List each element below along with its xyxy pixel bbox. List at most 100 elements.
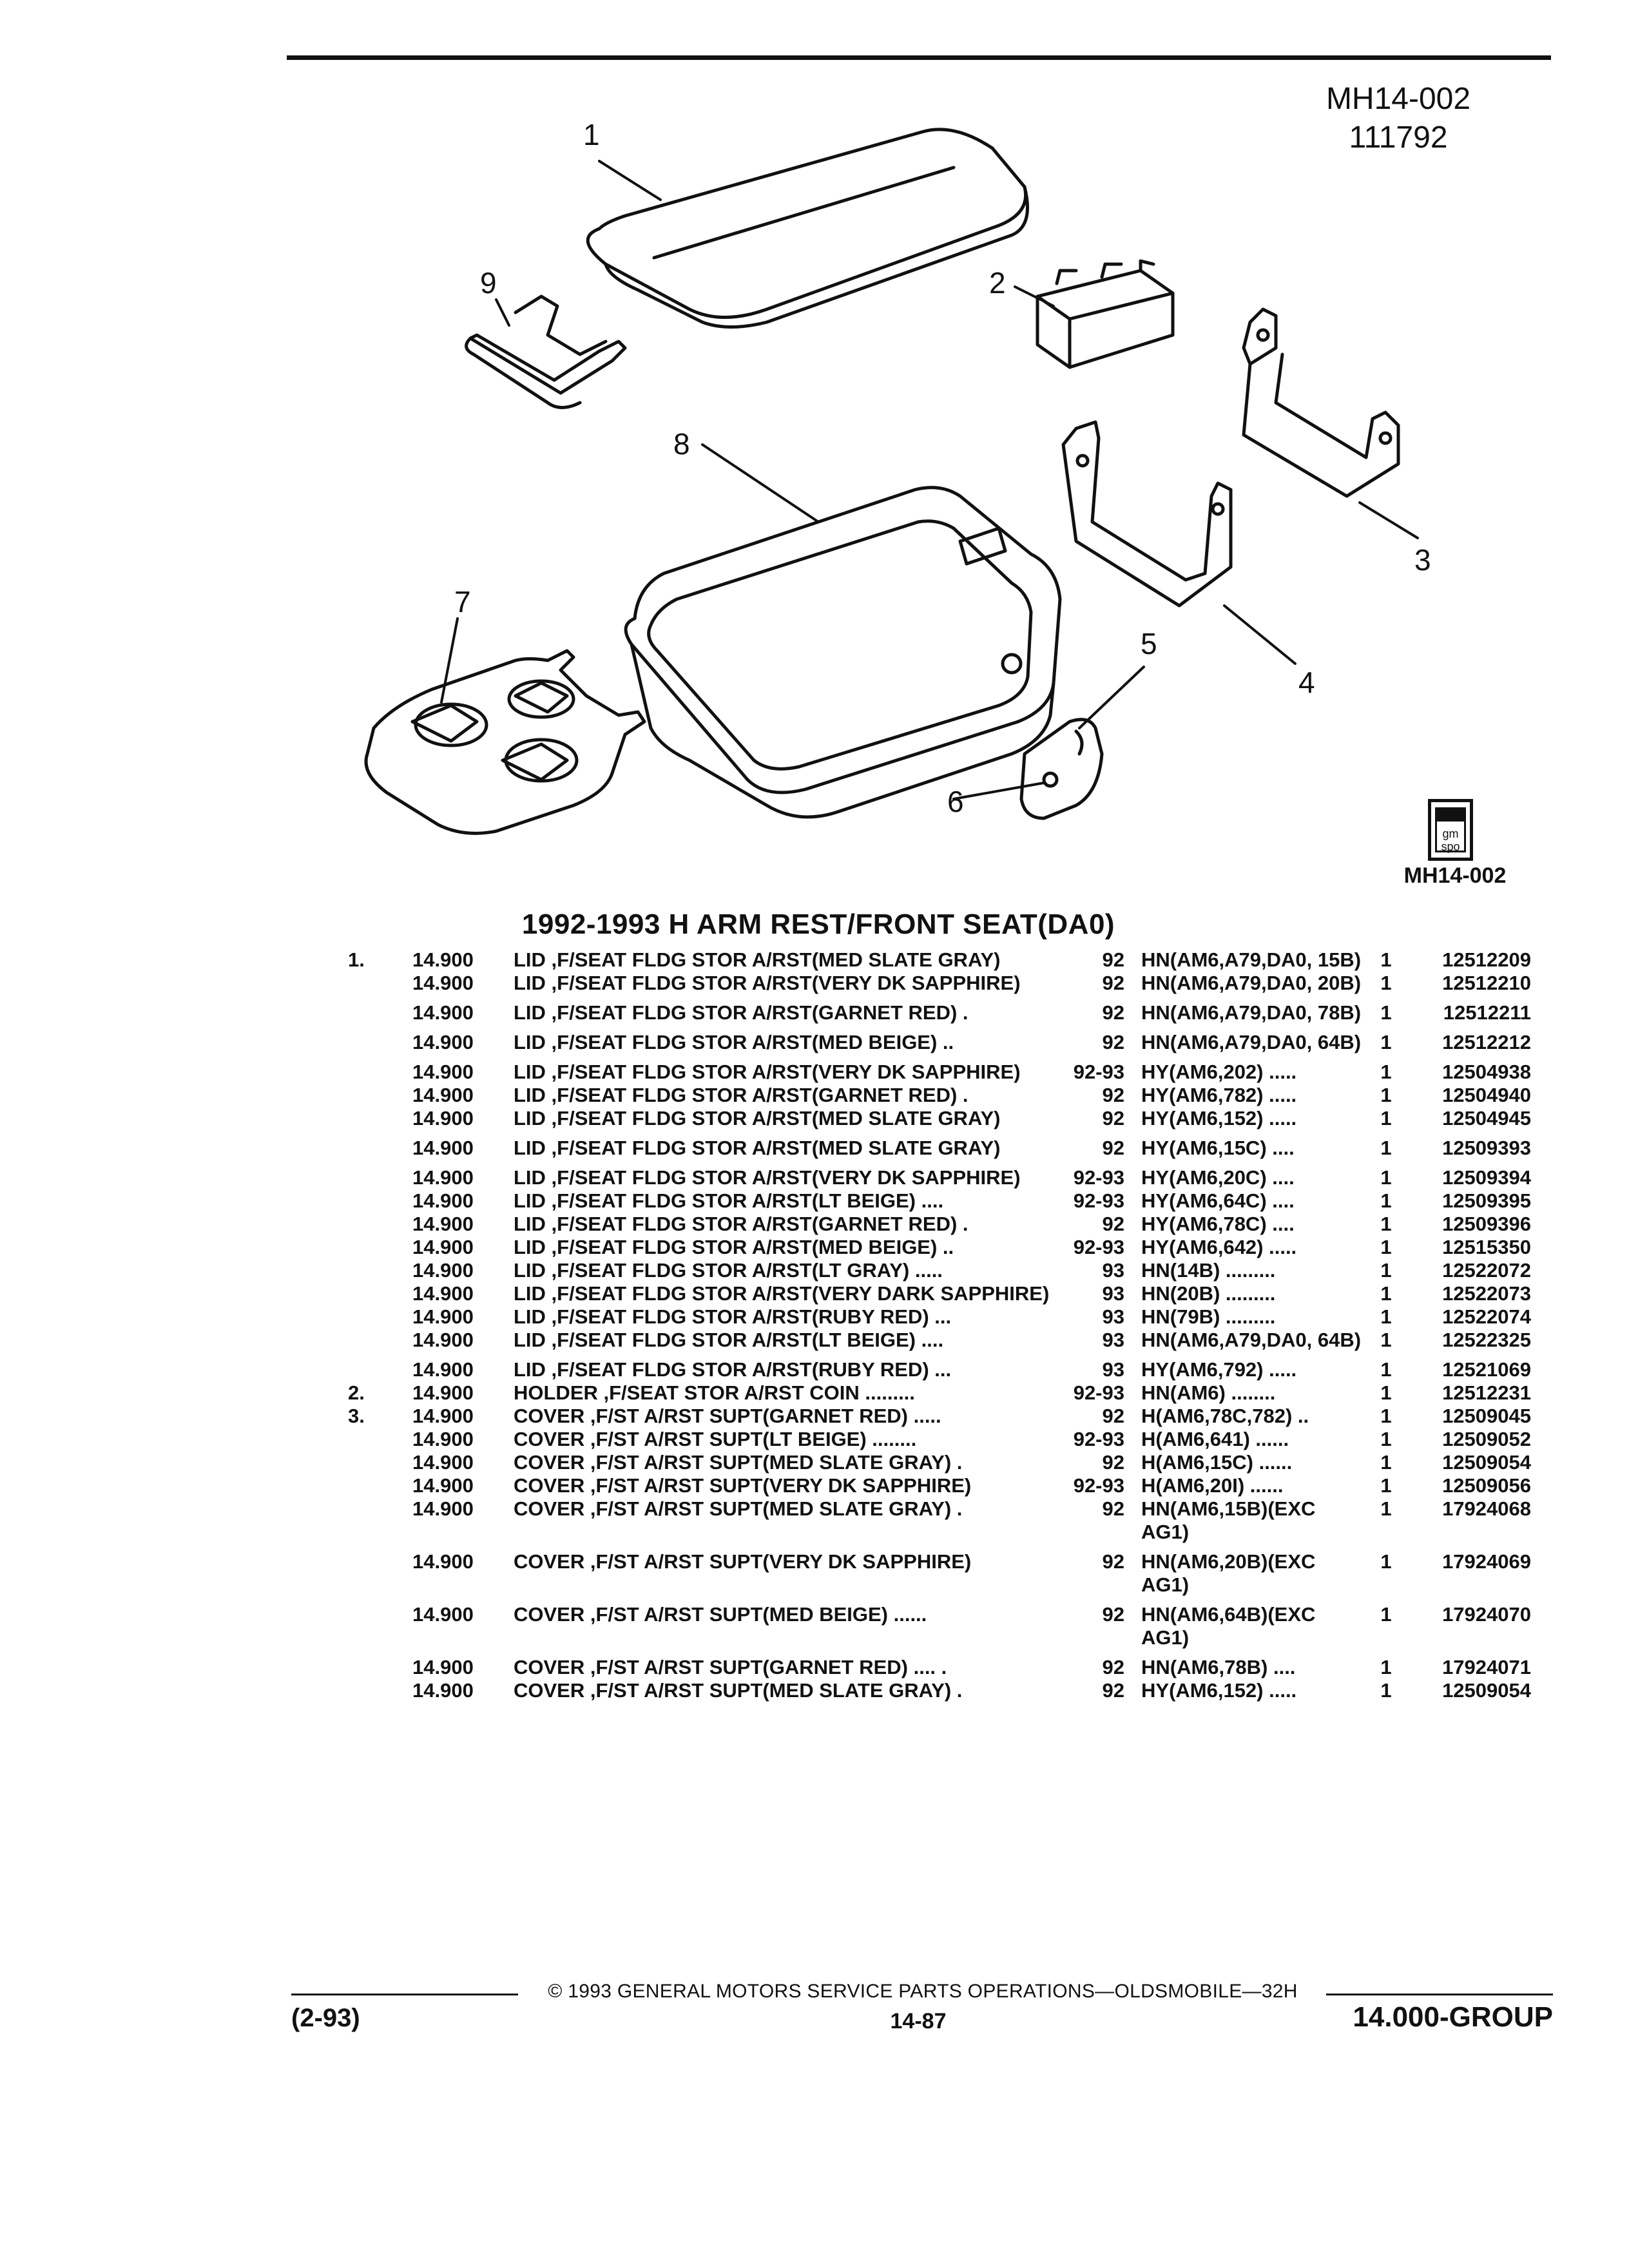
cell-code: HN(AM6,15B)(EXC AG1) <box>1141 1497 1316 1543</box>
cell-part: 12504938 <box>1442 1061 1531 1083</box>
cell-part: 17924071 <box>1442 1656 1531 1678</box>
cell-part: 12515350 <box>1442 1236 1531 1258</box>
cell-group: 14.900 <box>412 1189 474 1212</box>
part-lid-drawing <box>586 128 1029 329</box>
cell-code: H(AM6,20I) ...... <box>1141 1474 1284 1497</box>
cell-years: 92 <box>1102 1405 1124 1427</box>
callout-2: 2 <box>989 266 1006 300</box>
logo-text: gm spo <box>1435 807 1466 853</box>
cell-years: 92 <box>1102 1031 1124 1053</box>
figure-id: MH14-002 111792 <box>1302 80 1495 157</box>
cell-ref <box>348 1054 412 1084</box>
cell-qty: 1 <box>1380 1451 1392 1474</box>
cell-group: 14.900 <box>412 1603 474 1626</box>
cell-years: 92 <box>1102 1137 1124 1159</box>
cell-ref <box>348 1544 412 1597</box>
callout-8: 8 <box>673 427 690 461</box>
cell-qty: 1 <box>1380 1084 1392 1106</box>
cell-years: 92 <box>1102 948 1124 971</box>
cell-group: 14.900 <box>412 1084 474 1106</box>
cell-desc: COVER ,F/ST A/RST SUPT(VERY DK SAPPHIRE) <box>514 1474 972 1497</box>
cell-group: 14.900 <box>412 1329 474 1351</box>
cell-group: 14.900 <box>412 1358 474 1381</box>
cell-ref <box>348 1160 412 1189</box>
cell-group: 14.900 <box>412 1001 474 1024</box>
cell-code: HY(AM6,792) ..... <box>1141 1358 1297 1381</box>
cell-group: 14.900 <box>412 1474 474 1497</box>
cell-group: 14.900 <box>412 1166 474 1189</box>
cell-ref <box>348 1282 412 1305</box>
cell-qty: 1 <box>1380 1001 1392 1024</box>
cell-years: 92-93 <box>1073 1061 1124 1083</box>
cell-desc: LID ,F/SEAT FLDG STOR A/RST(MED BEIGE) .… <box>514 1031 954 1053</box>
cell-group: 14.900 <box>412 1381 474 1404</box>
part-storage-bin-drawing <box>624 486 1062 819</box>
cell-group: 14.900 <box>412 1107 474 1129</box>
page-number: 14-87 <box>890 2009 947 2033</box>
cell-code: HN(AM6,64B)(EXC AG1) <box>1141 1603 1316 1649</box>
cell-ref <box>348 1679 412 1702</box>
cell-qty: 1 <box>1380 1137 1392 1159</box>
table-row: 14.900 LID ,F/SEAT FLDG STOR A/RST(MED BE… <box>348 1024 1531 1054</box>
cell-years: 92 <box>1102 1084 1124 1106</box>
cell-part: 17924070 <box>1442 1603 1531 1626</box>
part-support-bracket-b-drawing <box>1061 420 1233 608</box>
cell-group: 14.900 <box>412 1031 474 1053</box>
cell-part: 12512211 <box>1443 1001 1531 1024</box>
cell-desc: LID ,F/SEAT FLDG STOR A/RST(MED SLATE GR… <box>514 948 1001 971</box>
cell-part: 12522074 <box>1442 1305 1531 1328</box>
cell-code: HN(79B) ......... <box>1141 1305 1276 1328</box>
cell-code: HY(AM6,152) ..... <box>1141 1107 1297 1129</box>
cell-qty: 1 <box>1380 1428 1392 1450</box>
cell-code: HY(AM6,64C) .... <box>1141 1189 1295 1212</box>
cell-desc: LID ,F/SEAT FLDG STOR A/RST(LT BEIGE) ..… <box>514 1189 944 1212</box>
cell-desc: LID ,F/SEAT FLDG STOR A/RST(MED BEIGE) .… <box>514 1236 954 1258</box>
cell-qty: 1 <box>1380 1603 1392 1626</box>
cell-code: HN(14B) ......... <box>1141 1259 1276 1282</box>
table-row: 14.900 LID ,F/SEAT FLDG STOR A/RST(GARNET… <box>348 1084 1531 1107</box>
cell-group: 14.900 <box>412 972 474 994</box>
cell-ref <box>348 1474 412 1497</box>
cell-code: HN(20B) ......... <box>1141 1282 1276 1305</box>
cell-ref <box>348 972 412 995</box>
cell-years: 92 <box>1102 1213 1124 1235</box>
cell-desc: LID ,F/SEAT FLDG STOR A/RST(VERY DARK SA… <box>514 1282 1050 1305</box>
cell-desc: COVER ,F/ST A/RST SUPT(MED BEIGE) ...... <box>514 1603 927 1626</box>
cell-qty: 1 <box>1380 1213 1392 1235</box>
cell-desc: LID ,F/SEAT FLDG STOR A/RST(GARNET RED) … <box>514 1084 969 1106</box>
cell-code: HY(AM6,642) ..... <box>1141 1236 1297 1258</box>
callout-5: 5 <box>1141 627 1157 660</box>
cell-part: 12509052 <box>1442 1428 1531 1450</box>
cell-years: 93 <box>1102 1358 1124 1381</box>
cell-code: HY(AM6,152) ..... <box>1141 1679 1297 1702</box>
cell-part: 12509395 <box>1442 1189 1531 1212</box>
cell-group: 14.900 <box>412 1679 474 1702</box>
cell-qty: 1 <box>1380 1381 1392 1404</box>
cell-ref <box>348 1236 412 1259</box>
cell-desc: HOLDER ,F/SEAT STOR A/RST COIN ......... <box>514 1381 915 1404</box>
cell-part: 17924068 <box>1442 1497 1531 1520</box>
cell-qty: 1 <box>1380 1031 1392 1053</box>
cell-group: 14.900 <box>412 1405 474 1427</box>
cell-qty: 1 <box>1380 948 1392 971</box>
cell-desc: LID ,F/SEAT FLDG STOR A/RST(LT GRAY) ...… <box>514 1259 943 1282</box>
figure-number: 111792 <box>1349 120 1448 155</box>
cell-part: 12522073 <box>1442 1282 1531 1305</box>
cell-years: 92-93 <box>1073 1236 1124 1258</box>
cell-ref <box>348 1497 412 1544</box>
cell-part: 12512212 <box>1442 1031 1531 1053</box>
cell-ref <box>348 1107 412 1130</box>
callout-6: 6 <box>947 785 964 818</box>
cell-code: HY(AM6,78C) .... <box>1141 1213 1295 1235</box>
cell-group: 14.900 <box>412 1550 474 1573</box>
cell-years: 93 <box>1102 1282 1124 1305</box>
